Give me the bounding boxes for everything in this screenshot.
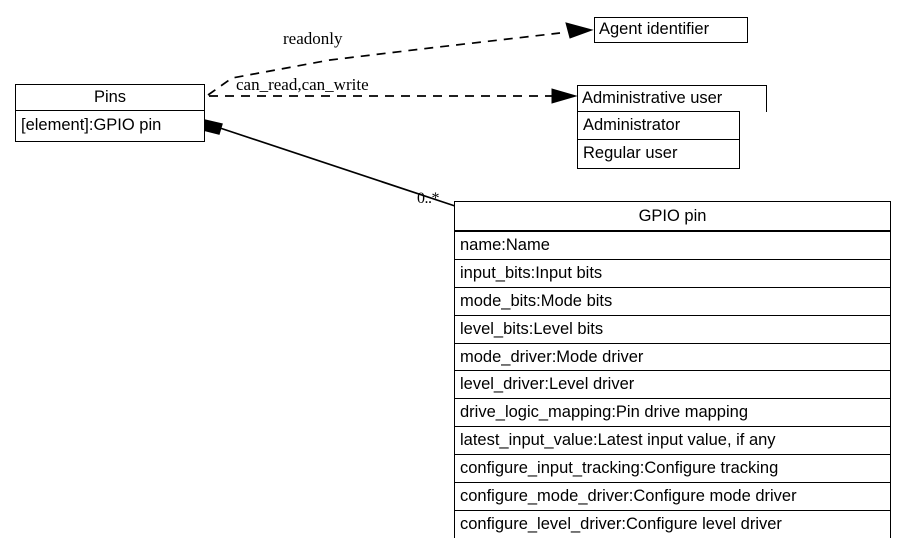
class-attribute-row: level_driver:Level driver [455,370,890,399]
edge-label-can-read-can-write: can_read,can_write [236,75,369,94]
class-box-pins[interactable]: Pins [element]:GPIO pin [15,84,205,142]
class-name-administrative-user: Administrative user [582,89,723,107]
class-attribute-row: configure_level_driver:Configure level d… [455,509,890,538]
class-attribute-row: drive_logic_mapping:Pin drive mapping [455,398,890,427]
class-name-pins: Pins [16,85,204,111]
class-name-gpio-pin: GPIO pin [455,202,890,231]
filled-diamond-icon [202,119,223,135]
class-attribute-row: input_bits:Input bits [455,258,890,287]
class-compartment-administrative-user: Administrator Regular user [577,111,740,169]
class-box-gpio-pin[interactable]: GPIO pin name:Name input_bits:Input bits… [454,201,891,538]
class-attribute-row: level_bits:Level bits [455,314,890,343]
class-attribute-row: Regular user [578,139,739,167]
class-attribute-row: latest_input_value:Latest input value, i… [455,426,890,455]
class-box-administrative-user[interactable]: Administrative user [577,85,767,112]
class-attribute-row: mode_driver:Mode driver [455,342,890,371]
class-name-agent-identifier: Agent identifier [599,20,710,38]
class-attribute-row: name:Name [455,231,890,259]
class-attribute-row: mode_bits:Mode bits [455,286,890,315]
class-attribute-row: Administrator [578,111,739,139]
class-attribute-row: [element]:GPIO pin [16,111,204,140]
class-attribute-row: configure_mode_driver:Configure mode dri… [455,482,890,510]
class-box-agent-identifier[interactable]: Agent identifier [594,17,748,43]
edge-label-multiplicity: 0..* [417,190,440,207]
open-arrow-icon [565,22,594,39]
open-arrow-icon [551,88,578,104]
class-attribute-row: configure_input_tracking:Configure track… [455,454,890,483]
edge-label-readonly: readonly [283,29,343,48]
